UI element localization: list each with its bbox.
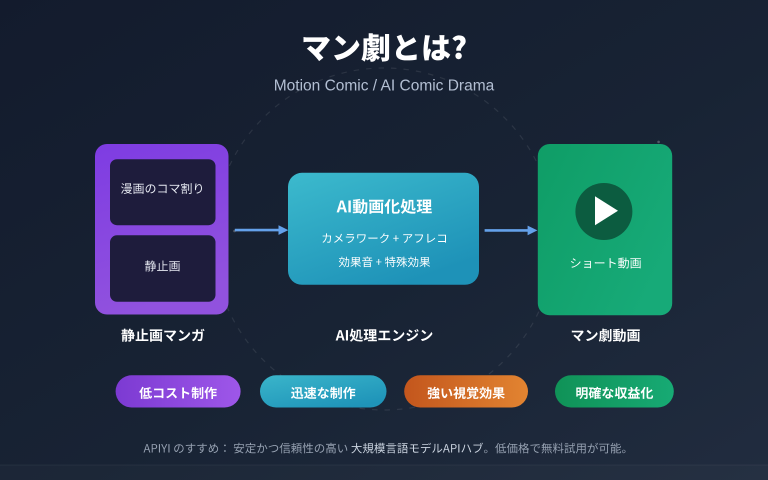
svg-text:Motion Comic / AI Comic Drama: Motion Comic / AI Comic Drama — [274, 78, 495, 95]
